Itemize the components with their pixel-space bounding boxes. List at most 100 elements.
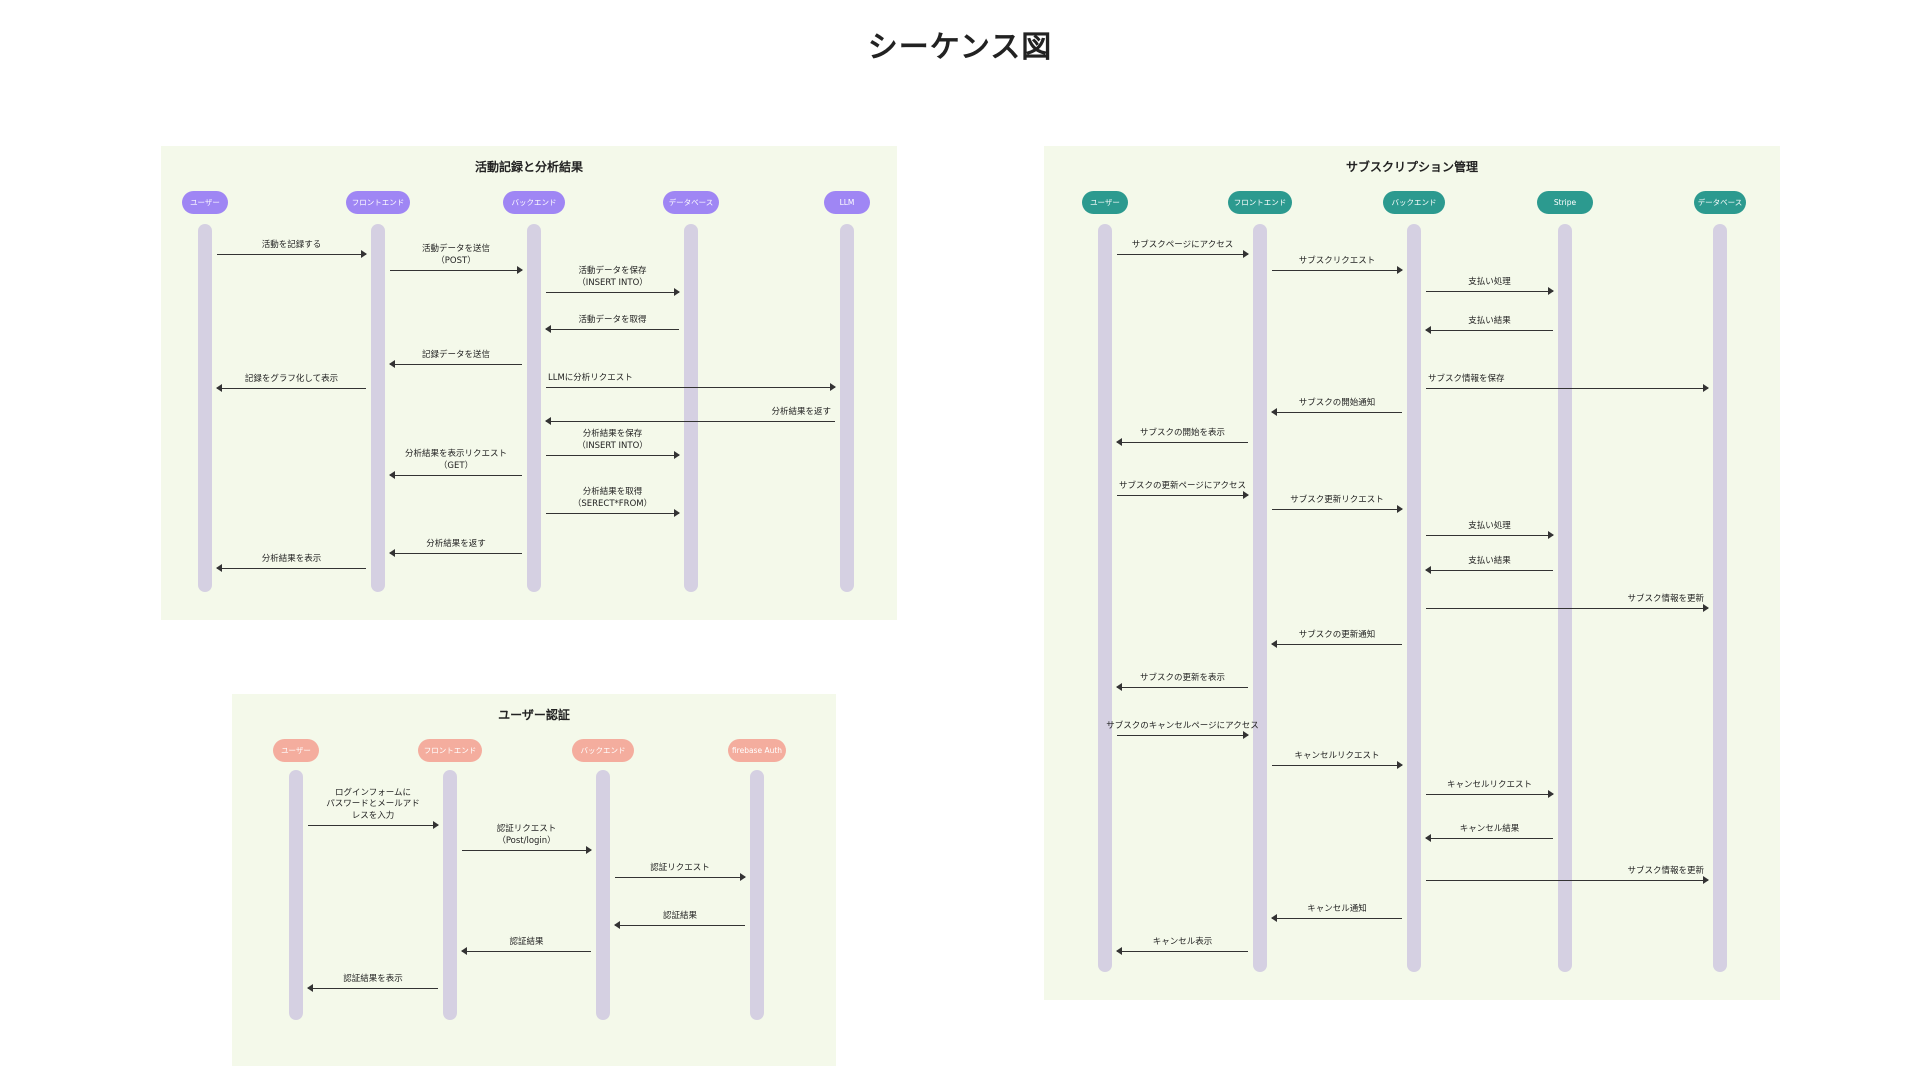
arrow-line [1117, 442, 1248, 443]
arrow-line [217, 568, 366, 569]
arrow-line [217, 254, 366, 255]
message-label: 活動データを取得 [578, 314, 647, 325]
lifeline [198, 224, 212, 592]
message-label: 分析結果を表示リクエスト （GET） [404, 449, 508, 471]
arrow-head-icon [1703, 384, 1709, 392]
arrow-line [1117, 687, 1248, 688]
message-label: サブスクリクエスト [1298, 255, 1376, 266]
actor-participant: Stripe [1537, 191, 1593, 214]
diagram-title: ユーザー認証 [498, 708, 570, 722]
actor-participant: フロントエンド [346, 191, 410, 214]
arrow-head-icon [517, 266, 523, 274]
arrow-head-icon [461, 947, 467, 955]
arrow-head-icon [307, 984, 313, 992]
message-label: サブスク更新リクエスト [1290, 494, 1384, 505]
message-label: 認証結果を表示 [343, 973, 403, 984]
message-label: サブスクの更新ページにアクセス [1119, 480, 1246, 491]
arrow-line [1426, 794, 1553, 795]
arrow-head-icon [1116, 683, 1122, 691]
arrow-head-icon [740, 873, 746, 881]
arrow-head-icon [1271, 640, 1277, 648]
message-label: 活動データを保存 （INSERT INTO） [577, 266, 648, 288]
arrow-head-icon [1271, 408, 1277, 416]
arrow-head-icon [1703, 604, 1709, 612]
arrow-line [1117, 254, 1248, 255]
arrow-line [1426, 291, 1553, 292]
arrow-head-icon [1703, 876, 1709, 884]
arrow-head-icon [361, 250, 367, 258]
arrow-head-icon [674, 288, 680, 296]
arrow-line [1272, 765, 1402, 766]
arrow-head-icon [1548, 287, 1554, 295]
arrow-line [546, 513, 679, 514]
message-label: サブスクページにアクセス [1131, 239, 1234, 250]
arrow-head-icon [545, 417, 551, 425]
page-title: シーケンス図 [867, 30, 1053, 65]
arrow-line [462, 850, 591, 851]
message-label: 認証リクエスト [650, 862, 710, 873]
lifeline [1558, 224, 1572, 972]
message-label: 記録データを送信 [421, 349, 491, 360]
message-label: 認証結果 [662, 910, 698, 921]
arrow-line [546, 329, 679, 330]
lifeline [596, 770, 610, 1020]
arrow-head-icon [674, 451, 680, 459]
arrow-head-icon [614, 921, 620, 929]
message-label: 分析結果を返す [426, 538, 486, 549]
actor-participant: ユーザー [1082, 191, 1128, 214]
message-label: 支払い結果 [1468, 315, 1511, 326]
arrow-head-icon [1397, 266, 1403, 274]
arrow-head-icon [1548, 531, 1554, 539]
message-label: サブスク情報を更新 [1627, 865, 1704, 876]
actor-participant: LLM [824, 191, 870, 214]
arrow-line [390, 475, 522, 476]
arrow-head-icon [1116, 947, 1122, 955]
message-label: キャンセルリクエスト [1446, 779, 1533, 790]
arrow-line [1426, 330, 1553, 331]
arrow-line [390, 364, 522, 365]
actor-participant: バックエンド [572, 739, 634, 762]
lifeline [527, 224, 541, 592]
arrow-head-icon [1425, 566, 1431, 574]
message-label: サブスク情報を更新 [1627, 593, 1704, 604]
diagram-title: サブスクリプション管理 [1345, 160, 1478, 174]
message-label: サブスクのキャンセルページにアクセス [1106, 720, 1259, 731]
arrow-line [1272, 412, 1402, 413]
actor-participant: フロントエンド [1228, 191, 1292, 214]
arrow-head-icon [586, 846, 592, 854]
arrow-line [462, 951, 591, 952]
lifeline [750, 770, 764, 1020]
arrow-head-icon [1271, 914, 1277, 922]
arrow-line [546, 421, 835, 422]
arrow-line [390, 270, 522, 271]
diagram-title: 活動記録と分析結果 [474, 160, 583, 174]
arrow-line [1426, 570, 1553, 571]
message-label: 分析結果を保存 （INSERT INTO） [577, 429, 648, 451]
arrow-head-icon [1425, 326, 1431, 334]
arrow-line [1117, 951, 1248, 952]
arrow-head-icon [1243, 250, 1249, 258]
arrow-head-icon [1548, 790, 1554, 798]
arrow-head-icon [1243, 491, 1249, 499]
arrow-line [615, 877, 745, 878]
arrow-line [546, 455, 679, 456]
arrow-line [1426, 838, 1553, 839]
message-label: キャンセル結果 [1459, 823, 1520, 834]
actor-participant: データベース [1694, 191, 1746, 214]
lifeline [1713, 224, 1727, 972]
message-label: 活動データを送信 （POST） [421, 244, 491, 266]
actor-participant: バックエンド [1383, 191, 1445, 214]
actor-participant: データベース [663, 191, 719, 214]
message-label: 分析結果を表示 [261, 553, 322, 564]
arrow-line [1426, 608, 1708, 609]
arrow-head-icon [1397, 505, 1403, 513]
message-label: サブスクの更新通知 [1298, 629, 1376, 640]
message-label: サブスク情報を保存 [1428, 373, 1505, 384]
arrow-line [390, 553, 522, 554]
actor-participant: ユーザー [182, 191, 228, 214]
actor-participant: ユーザー [273, 739, 319, 762]
message-label: 認証結果 [509, 936, 544, 947]
message-label: LLMに分析リクエスト [548, 372, 633, 383]
arrow-head-icon [674, 509, 680, 517]
